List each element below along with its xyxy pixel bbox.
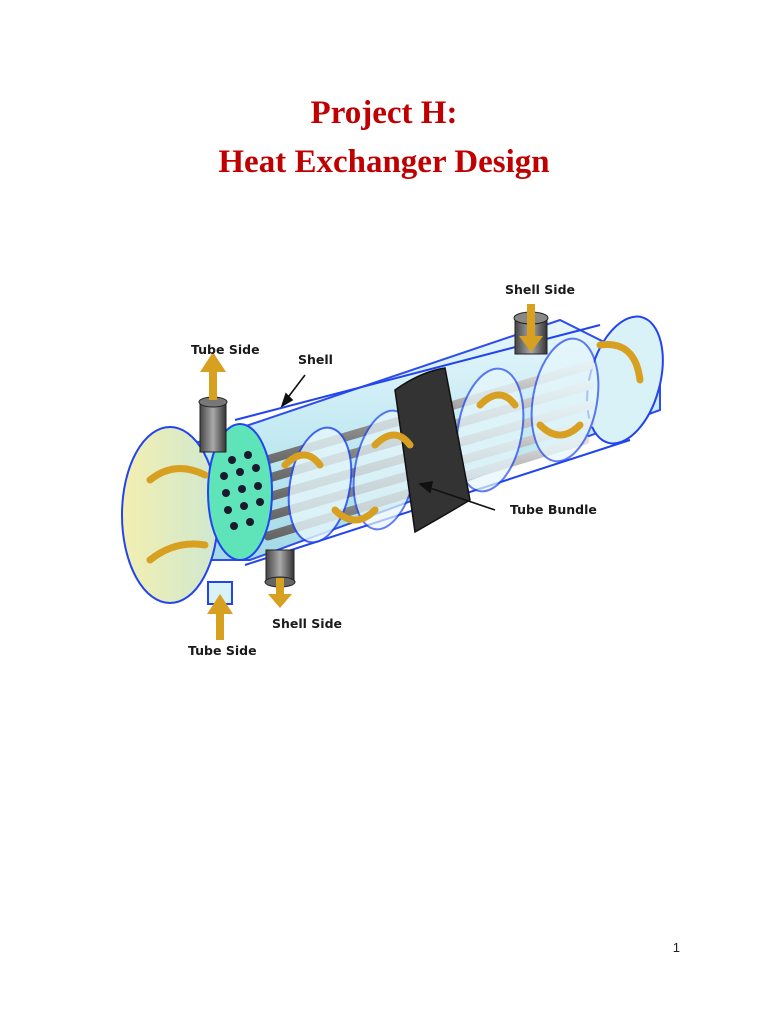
page-number: 1 bbox=[672, 940, 680, 955]
shell-side-outlet-nozzle bbox=[264, 549, 296, 608]
flow-arrows bbox=[146, 340, 644, 564]
label-tube-bundle: Tube Bundle bbox=[510, 502, 597, 517]
label-tube-side-top: Tube Side bbox=[191, 342, 260, 357]
heat-exchanger-diagram: Shell Side Tube Side Shell Tube Bundle S… bbox=[121, 282, 664, 658]
label-shell-side-bottom: Shell Side bbox=[272, 616, 342, 631]
front-head bbox=[121, 423, 273, 604]
label-shell: Shell bbox=[298, 352, 333, 367]
shell-side-inlet-nozzle bbox=[513, 304, 549, 355]
leader-lines bbox=[280, 374, 496, 511]
tube-side-inlet-nozzle bbox=[207, 581, 233, 640]
title-line-1: Project H: bbox=[310, 95, 458, 131]
label-tube-side-bottom: Tube Side bbox=[188, 643, 257, 658]
title-line-2: Heat Exchanger Design bbox=[218, 144, 550, 180]
tube-sheet-holes bbox=[220, 451, 264, 530]
shell-band bbox=[394, 367, 471, 534]
tube-side-outlet-nozzle bbox=[198, 352, 228, 453]
label-shell-side-top: Shell Side bbox=[505, 282, 575, 297]
